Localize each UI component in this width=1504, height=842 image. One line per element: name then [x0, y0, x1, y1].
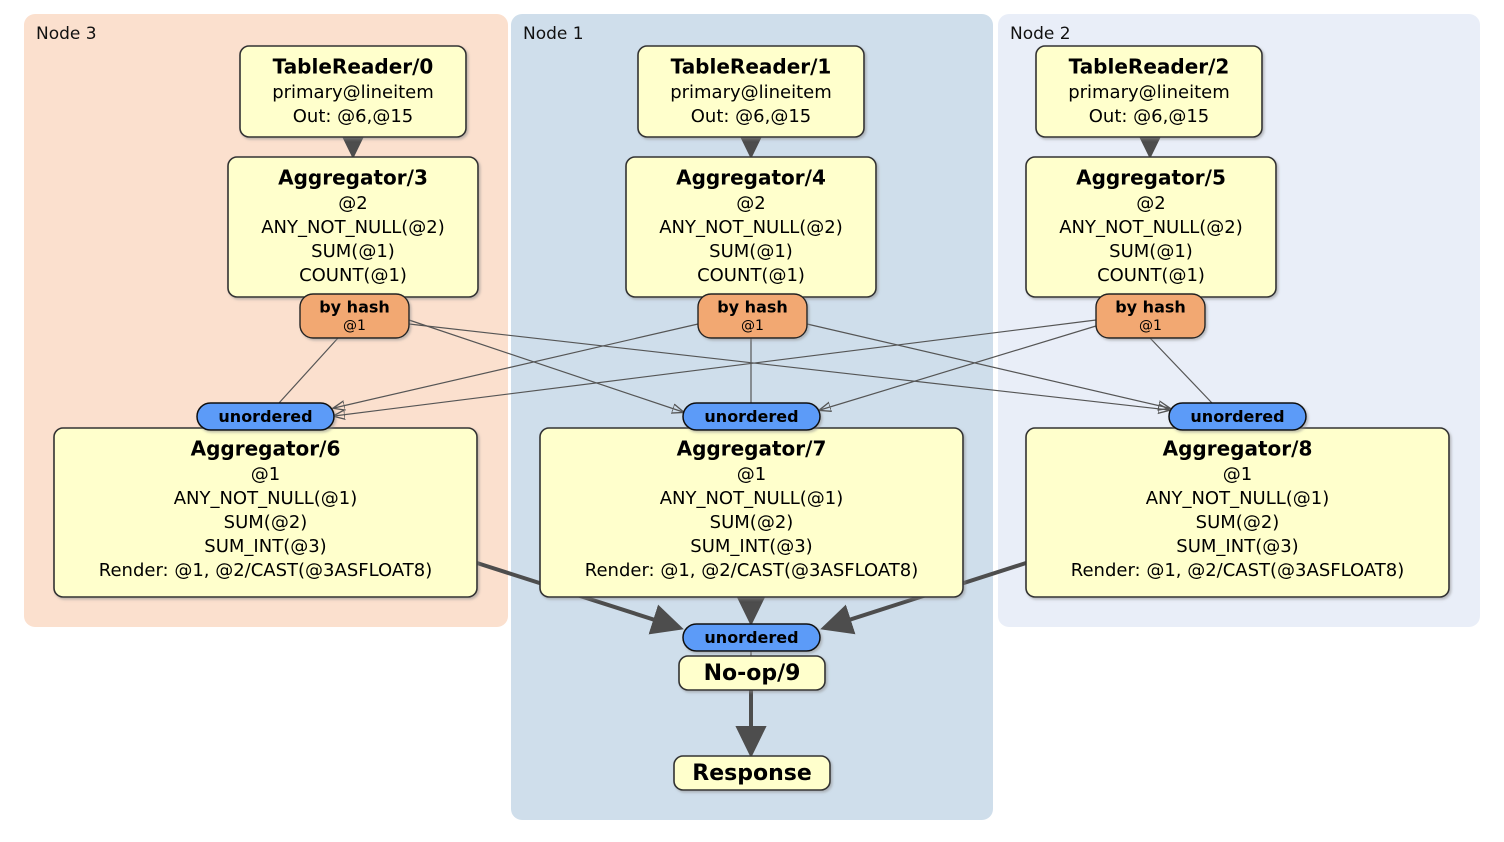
processor-detail-line: @2	[1136, 193, 1165, 214]
processor-detail-line: @1	[1223, 464, 1252, 485]
processor-detail-line: SUM_INT(@3)	[204, 536, 326, 557]
edge-hash3-un7	[408, 319, 683, 412]
processor-detail-line: ANY_NOT_NULL(@2)	[261, 217, 445, 238]
processor-box-noop9[interactable]: No-op/9	[678, 655, 826, 691]
by-hash-column: @1	[741, 318, 764, 334]
processor-title: TableReader/2	[1069, 55, 1230, 79]
processor-title: TableReader/0	[273, 55, 434, 79]
processor-title: No-op/9	[704, 661, 801, 686]
processor-detail-line: @2	[338, 193, 367, 214]
by-hash-column: @1	[1139, 318, 1162, 334]
processor-box-response[interactable]: Response	[673, 755, 831, 791]
processor-detail-line: SUM(@2)	[224, 512, 308, 533]
by-hash-label: by hash	[319, 298, 390, 317]
processor-title: TableReader/1	[671, 55, 832, 79]
processor-detail-line: SUM(@1)	[311, 241, 395, 262]
unordered-label: unordered	[704, 407, 798, 426]
processor-detail-line: COUNT(@1)	[1097, 265, 1205, 286]
processor-title: Aggregator/8	[1163, 437, 1313, 461]
processor-detail-line: Out: @6,@15	[1089, 106, 1210, 127]
processor-detail-line: @1	[251, 464, 280, 485]
processor-title: Aggregator/7	[677, 437, 827, 461]
processor-detail-line: @1	[737, 464, 766, 485]
by-hash-label: by hash	[1115, 298, 1186, 317]
unordered-pill-unordered8[interactable]: unordered	[1168, 402, 1307, 431]
node-region-label: Node 1	[523, 24, 584, 44]
unordered-pill-unordered6[interactable]: unordered	[196, 402, 335, 431]
processor-detail-line: SUM_INT(@3)	[690, 536, 812, 557]
processor-detail-line: primary@lineitem	[670, 82, 832, 103]
edge-hash5-un6	[334, 319, 1097, 416]
processor-detail-line: ANY_NOT_NULL(@1)	[1146, 488, 1330, 509]
processor-detail-line: COUNT(@1)	[697, 265, 805, 286]
processor-detail-line: @2	[736, 193, 765, 214]
processor-detail-line: ANY_NOT_NULL(@2)	[1059, 217, 1243, 238]
processor-detail-line: Out: @6,@15	[293, 106, 414, 127]
unordered-label: unordered	[1190, 407, 1284, 426]
processor-detail-line: Render: @1, @2/CAST(@3ASFLOAT8)	[1071, 560, 1404, 581]
processor-detail-line: SUM_INT(@3)	[1176, 536, 1298, 557]
processor-title: Aggregator/6	[191, 437, 341, 461]
by-hash-label: by hash	[717, 298, 788, 317]
processor-detail-line: Render: @1, @2/CAST(@3ASFLOAT8)	[585, 560, 918, 581]
edge-hash3-un6	[278, 337, 339, 404]
processor-title: Aggregator/4	[676, 166, 826, 190]
processor-detail-line: SUM(@1)	[709, 241, 793, 262]
processor-detail-line: ANY_NOT_NULL(@2)	[659, 217, 843, 238]
by-hash-column: @1	[343, 318, 366, 334]
processor-detail-line: SUM(@2)	[1196, 512, 1280, 533]
processor-detail-line: Render: @1, @2/CAST(@3ASFLOAT8)	[99, 560, 432, 581]
processor-detail-line: ANY_NOT_NULL(@1)	[660, 488, 844, 509]
processor-title: Aggregator/5	[1076, 166, 1226, 190]
unordered-label: unordered	[218, 407, 312, 426]
processor-detail-line: Out: @6,@15	[691, 106, 812, 127]
edge-hash5-un8	[1149, 337, 1213, 404]
processor-title: Response	[692, 761, 812, 786]
by-hash-pill-byhash4[interactable]: by hash@1	[697, 293, 808, 339]
by-hash-pill-byhash5[interactable]: by hash@1	[1095, 293, 1206, 339]
node-region-label: Node 2	[1010, 24, 1071, 44]
processor-detail-line: COUNT(@1)	[299, 265, 407, 286]
by-hash-pill-byhash3[interactable]: by hash@1	[299, 293, 410, 339]
unordered-pill-unordered7[interactable]: unordered	[682, 402, 821, 431]
processor-title: Aggregator/3	[278, 166, 428, 190]
processor-detail-line: primary@lineitem	[1068, 82, 1230, 103]
processor-detail-line: SUM(@2)	[710, 512, 794, 533]
processor-detail-line: primary@lineitem	[272, 82, 434, 103]
edge-hash5-un7	[820, 325, 1097, 410]
node-region-label: Node 3	[36, 24, 97, 44]
unordered-label: unordered	[704, 628, 798, 647]
processor-detail-line: ANY_NOT_NULL(@1)	[174, 488, 358, 509]
edge-hash3-un8	[408, 323, 1169, 410]
processor-detail-line: SUM(@1)	[1109, 241, 1193, 262]
edge-hash4-un8	[806, 323, 1169, 408]
unordered-pill-unordered_final[interactable]: unordered	[682, 623, 821, 652]
edge-hash4-un6	[334, 323, 699, 408]
